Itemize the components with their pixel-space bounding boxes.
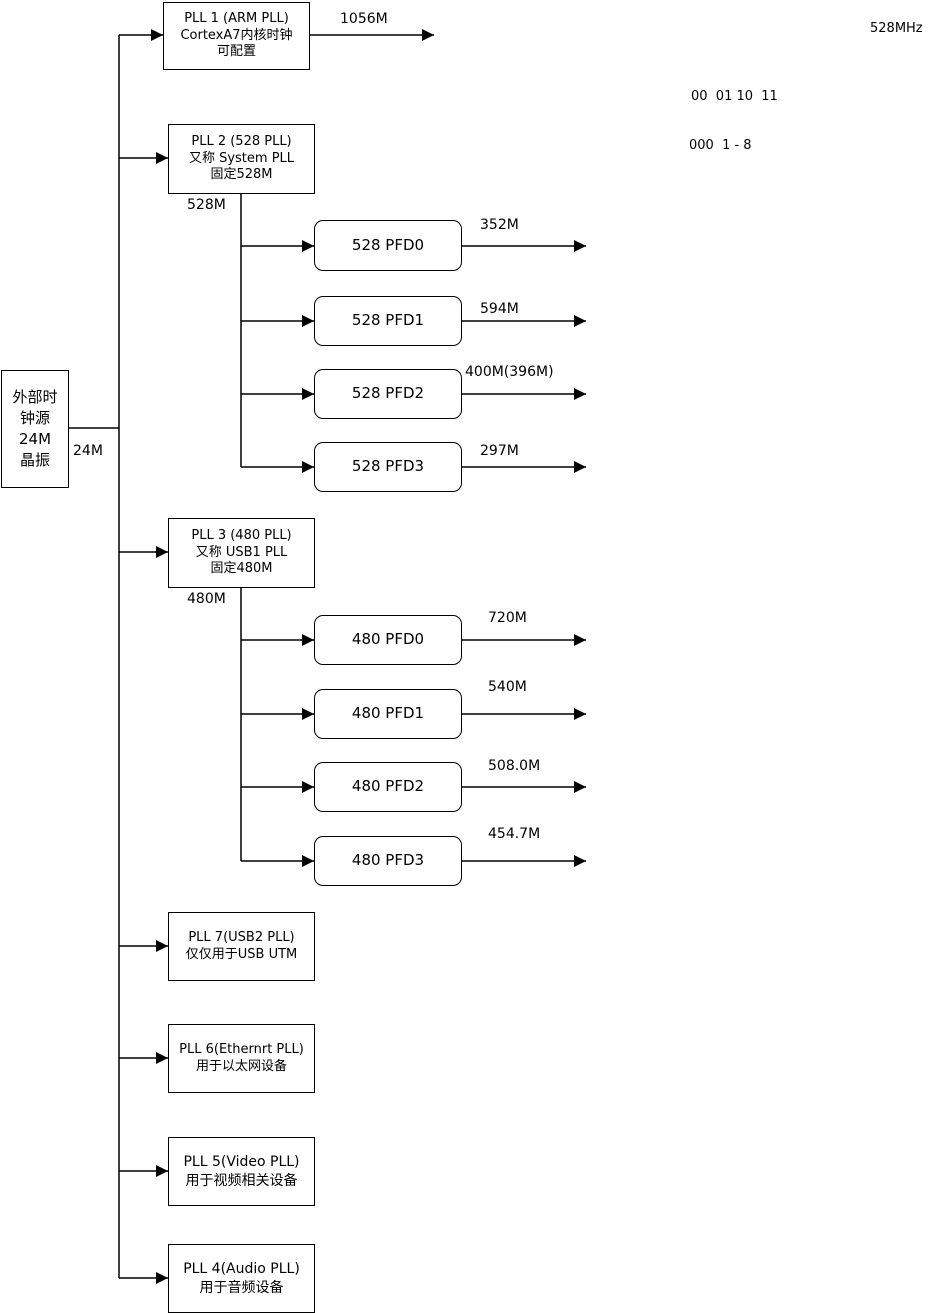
pll2-desc: 又称 System PLL — [188, 150, 295, 166]
pll1-out-label: 1056M — [340, 11, 388, 27]
pll3-pfd2-label: 480 PFD2 — [351, 777, 425, 796]
pll2-pfd3-box: 528 PFD3 — [314, 442, 462, 492]
pll3-pfd3-box: 480 PFD3 — [314, 836, 462, 886]
pll3-pfd1-label: 480 PFD1 — [351, 704, 425, 723]
pll2-pfd0-freq: 352M — [480, 217, 519, 233]
pll6-desc: 用于以太网设备 — [195, 1058, 287, 1074]
note-bits3: 000 1 - 8 — [689, 138, 752, 153]
source-line-4: 晶振 — [19, 451, 50, 469]
pll2-box: PLL 2 (528 PLL) 又称 System PLL 固定528M — [168, 124, 315, 194]
pll2-title: PLL 2 (528 PLL) — [191, 133, 292, 149]
source-out-label: 24M — [73, 443, 103, 459]
pll3-pfd0-box: 480 PFD0 — [314, 615, 462, 665]
pll2-pfd2-label: 528 PFD2 — [351, 384, 425, 403]
pll3-pfd1-freq: 540M — [488, 679, 527, 695]
pll2-pfd3-label: 528 PFD3 — [351, 457, 425, 476]
pll3-pfd3-label: 480 PFD3 — [351, 851, 425, 870]
pll2-pfd1-freq: 594M — [480, 301, 519, 317]
pll7-box: PLL 7(USB2 PLL) 仅仅用于USB UTM — [168, 912, 315, 981]
pll2-pfd2-freq: 400M(396M) — [465, 364, 554, 380]
pll4-title: PLL 4(Audio PLL) — [183, 1261, 300, 1278]
pll3-title: PLL 3 (480 PLL) — [191, 527, 292, 543]
pll1-title: PLL 1 (ARM PLL) — [184, 10, 289, 26]
pll3-out-label: 480M — [187, 591, 226, 607]
pll2-pfd0-box: 528 PFD0 — [314, 220, 462, 271]
source-line-2: 钟源 — [19, 409, 50, 427]
source-line-3: 24M — [18, 430, 52, 448]
pll5-desc: 用于视频相关设备 — [185, 1172, 298, 1189]
note-bits2: 00 01 10 11 — [691, 89, 778, 104]
pll3-box: PLL 3 (480 PLL) 又称 USB1 PLL 固定480M — [168, 518, 315, 588]
pll3-desc: 又称 USB1 PLL — [195, 544, 288, 560]
pll7-desc: 仅仅用于USB UTM — [185, 946, 298, 962]
pll7-title: PLL 7(USB2 PLL) — [188, 929, 295, 945]
pll3-note: 固定480M — [210, 561, 273, 577]
pll1-desc: CortexA7内核时钟 — [180, 27, 293, 43]
pll1-box: PLL 1 (ARM PLL) CortexA7内核时钟 可配置 — [163, 2, 310, 70]
source-oscillator-box: 外部时 钟源 24M 晶振 — [1, 370, 69, 488]
source-line-1: 外部时 — [12, 388, 58, 406]
pll3-pfd3-freq: 454.7M — [488, 826, 541, 842]
pll1-note: 可配置 — [216, 44, 256, 60]
pll4-desc: 用于音频设备 — [199, 1279, 284, 1296]
pll2-pfd3-freq: 297M — [480, 443, 519, 459]
pll2-pfd1-box: 528 PFD1 — [314, 296, 462, 346]
pll2-pfd2-box: 528 PFD2 — [314, 369, 462, 419]
pll3-pfd2-box: 480 PFD2 — [314, 762, 462, 812]
pll2-pfd0-label: 528 PFD0 — [351, 235, 425, 254]
pll5-title: PLL 5(Video PLL) — [183, 1154, 300, 1171]
note-freq: 528MHz — [870, 21, 923, 36]
pll6-box: PLL 6(Ethernrt PLL) 用于以太网设备 — [168, 1024, 315, 1093]
pll2-out-label: 528M — [187, 197, 226, 213]
pll3-pfd0-label: 480 PFD0 — [351, 630, 425, 649]
pll2-pfd1-label: 528 PFD1 — [351, 311, 425, 330]
pll5-box: PLL 5(Video PLL) 用于视频相关设备 — [168, 1137, 315, 1206]
pll3-pfd2-freq: 508.0M — [488, 758, 541, 774]
pll4-box: PLL 4(Audio PLL) 用于音频设备 — [168, 1244, 315, 1313]
pll2-note: 固定528M — [210, 167, 273, 183]
pll6-title: PLL 6(Ethernrt PLL) — [179, 1041, 304, 1057]
pll3-pfd0-freq: 720M — [488, 610, 527, 626]
pll3-pfd1-box: 480 PFD1 — [314, 689, 462, 739]
